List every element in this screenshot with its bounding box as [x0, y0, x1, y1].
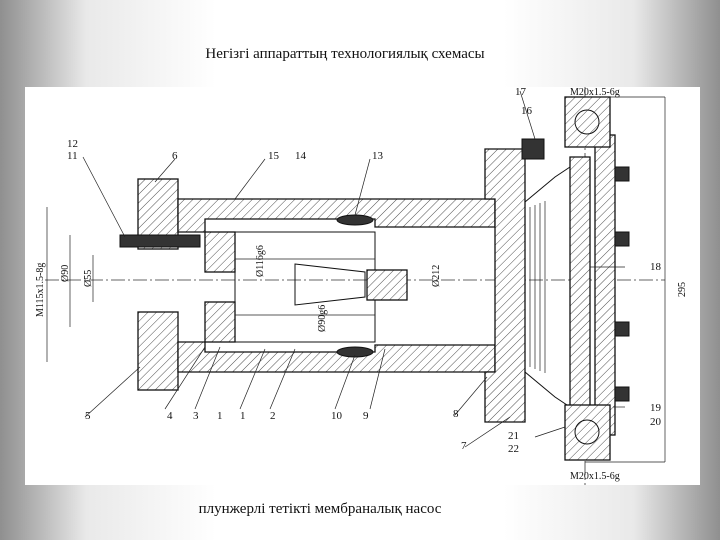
- slide-caption: плунжерлі тетікті мембраналық насос: [198, 501, 442, 517]
- label-16: 16: [521, 105, 533, 117]
- slide-title: Негізгі аппараттың технологиялық схемасы: [205, 46, 485, 62]
- bolt-2: [614, 231, 630, 247]
- label-7: 7: [461, 440, 467, 452]
- valve-ball-top: [574, 109, 600, 135]
- label-14: 14: [295, 150, 307, 162]
- label-17: 17: [515, 87, 527, 98]
- dim-d55: Ø55: [83, 270, 94, 287]
- label-10: 10: [331, 410, 343, 422]
- label-9: 9: [363, 410, 369, 422]
- seal-top: [336, 214, 374, 226]
- label-12: 12: [67, 138, 78, 150]
- label-19: 19: [650, 402, 662, 414]
- dim-d90b: Ø90g6: [317, 305, 328, 332]
- housing-bottom: [177, 341, 496, 373]
- bolt-3: [614, 321, 630, 337]
- label-6: 6: [172, 150, 178, 162]
- flange-bottom: [137, 311, 179, 391]
- label-21: 21: [508, 430, 519, 442]
- dim-h295: 295: [677, 282, 688, 297]
- bolt-4: [614, 386, 630, 402]
- label-11: 11: [67, 150, 78, 162]
- fitting-16: [521, 138, 545, 160]
- cone-piece: [294, 263, 366, 306]
- label-2: 2: [270, 410, 276, 422]
- label-20: 20: [650, 416, 662, 428]
- pump-schematic: M115x1.5-8g Ø90 Ø55 Ø116g6 Ø212 Ø90g6 29…: [35, 86, 688, 485]
- bolt-1: [614, 166, 630, 182]
- label-1b: 1: [217, 410, 223, 422]
- discharge-valve: [564, 404, 611, 461]
- label-1: 1: [240, 410, 246, 422]
- suction-valve: [564, 96, 611, 148]
- label-22: 22: [508, 443, 519, 455]
- dim-d116: Ø116g6: [255, 245, 266, 277]
- right-cover: [594, 134, 616, 436]
- dim-m115: M115x1.5-8g: [35, 263, 46, 317]
- label-13: 13: [372, 150, 384, 162]
- dim-bot-thread: M20x1.5-6g: [570, 471, 620, 482]
- liner-bottom: [204, 301, 236, 343]
- stud-bolt: [119, 234, 201, 248]
- label-3: 3: [193, 410, 199, 422]
- technical-drawing: M115x1.5-8g Ø90 Ø55 Ø116g6 Ø212 Ø90g6 29…: [25, 86, 700, 485]
- label-18: 18: [650, 261, 662, 273]
- seal-bottom: [336, 346, 374, 358]
- end-nut: [366, 269, 408, 301]
- membrane-ribs: [529, 201, 546, 373]
- head-block: [484, 148, 526, 423]
- label-4: 4: [167, 410, 173, 422]
- membrane-plate: [569, 156, 591, 418]
- label-15: 15: [268, 150, 280, 162]
- housing-top: [177, 198, 496, 233]
- label-5: 5: [85, 410, 91, 422]
- dim-top-thread: M20x1.5-6g: [570, 87, 620, 98]
- valve-ball-bottom: [574, 419, 600, 445]
- dim-d90: Ø90: [60, 265, 71, 282]
- label-8: 8: [453, 408, 459, 420]
- liner-top: [204, 231, 236, 273]
- dim-d212: Ø212: [431, 265, 442, 287]
